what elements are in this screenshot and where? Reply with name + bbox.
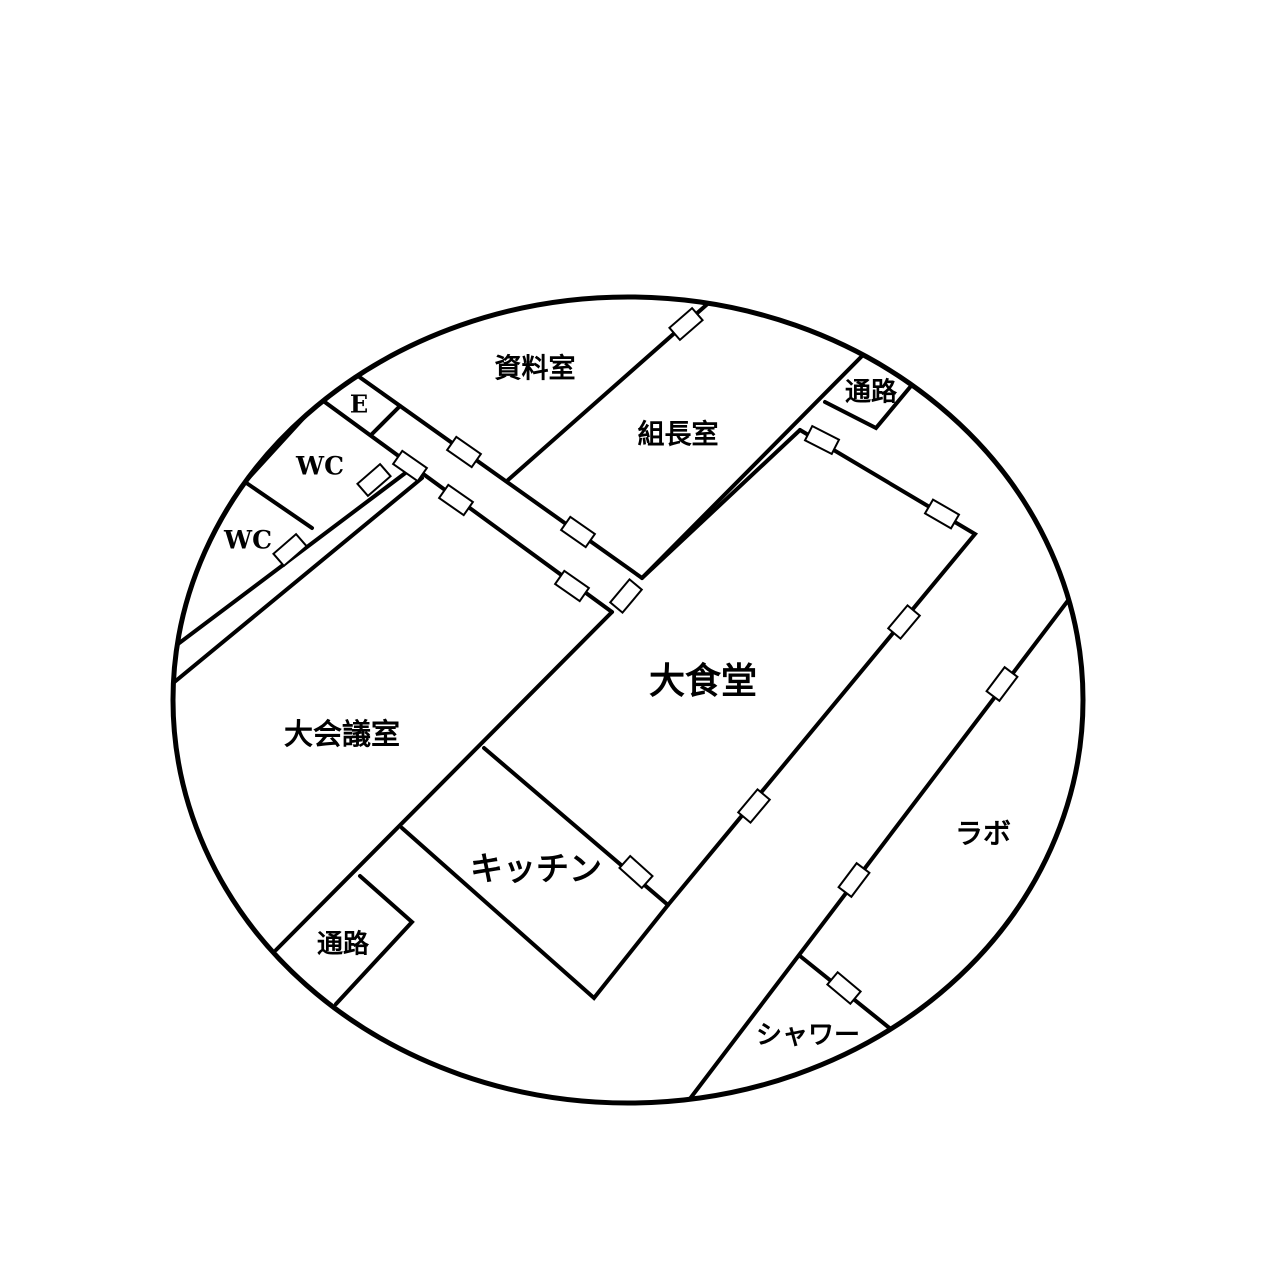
door-marker [618, 854, 654, 890]
dining-hall-outline [666, 428, 979, 907]
room-label-tsuro-top: 通路 [844, 377, 898, 408]
door-marker [437, 483, 475, 517]
room-label-kitchen: キッチン [470, 849, 602, 888]
tsuro-top-outline [823, 378, 918, 431]
kitchen-outline [400, 826, 670, 1001]
door-marker [445, 435, 483, 469]
door-markers [272, 306, 1019, 1006]
door-marker [803, 424, 841, 456]
tsuro-bottom-outline [334, 874, 415, 1006]
room-label-labo: ラボ [954, 817, 1012, 850]
door-marker [553, 569, 591, 603]
room-label-shiryoshitsu: 資料室 [494, 353, 576, 385]
door-marker [886, 603, 922, 641]
room-label-daikaigishitsu: 大会議室 [283, 717, 401, 751]
corridor-wall-upper [356, 374, 644, 580]
door-marker [608, 577, 644, 615]
dining-hall-west [640, 428, 802, 580]
room-label-tsuro-bottom: 通路 [316, 929, 370, 960]
door-marker [837, 861, 871, 899]
building-outline [170, 294, 1086, 1106]
wall-kaigi-shokudo [274, 610, 614, 952]
door-marker [559, 515, 597, 549]
room-label-wc-2: WC [224, 525, 272, 555]
door-marker [985, 665, 1019, 703]
wall-elevator [370, 404, 402, 436]
door-marker [825, 970, 863, 1006]
room-label-daishokudo: 大食堂 [648, 660, 758, 702]
door-marker [736, 787, 772, 825]
room-label-shower: シャワー [755, 1020, 861, 1051]
room-label-wc-1: WC [296, 451, 344, 481]
room-label-kumichoshitsu: 組長室 [637, 419, 719, 451]
wall-wc-divider [243, 480, 314, 530]
corridor-left-wall-lower [173, 476, 424, 686]
door-marker [391, 449, 429, 483]
door-marker [668, 306, 704, 342]
door-marker [923, 498, 961, 530]
door-marker [356, 462, 392, 498]
room-label-elevator: E [349, 389, 369, 419]
door-marker [272, 532, 308, 568]
